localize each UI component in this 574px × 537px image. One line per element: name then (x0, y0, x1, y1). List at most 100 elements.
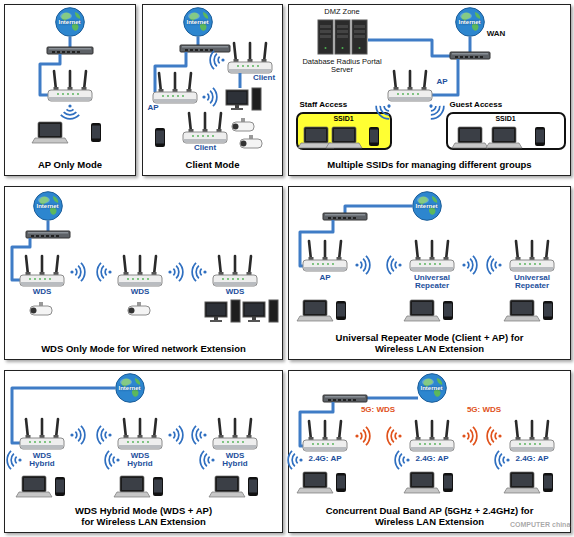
antenna-base (173, 89, 178, 93)
ap-led (417, 93, 419, 95)
switch-port (72, 51, 75, 53)
wifi-arc (104, 268, 107, 276)
mode-panel: AP Only ModeInternet (4, 4, 136, 176)
ap-led (167, 95, 169, 97)
internet-label: Internet (455, 7, 485, 37)
wifi-arc (430, 105, 443, 118)
ap-body (118, 438, 162, 449)
network-cable (12, 388, 115, 443)
laptop-display (24, 478, 44, 490)
device-label: Client (249, 74, 279, 82)
antenna-base (152, 272, 157, 276)
ip-camera (30, 302, 52, 315)
globe-sphere (417, 373, 446, 402)
ap-led (539, 443, 541, 445)
antenna-base (309, 437, 314, 441)
internet-globe: Internet (115, 373, 145, 403)
wifi-arc (472, 255, 477, 275)
mode-caption: AP Only Mode (8, 160, 132, 171)
antenna-base (337, 437, 342, 441)
ap-led (49, 441, 51, 443)
phone-screen (154, 480, 162, 493)
server-tower (335, 20, 350, 54)
wifi-arc (96, 425, 101, 445)
laptop-base (326, 143, 362, 148)
ip-camera (240, 135, 262, 148)
laptop-base (452, 143, 488, 148)
switch-port (185, 49, 188, 51)
wifi-dot (355, 434, 358, 437)
smartphone (443, 301, 453, 320)
antenna-base (26, 435, 31, 439)
antenna (124, 256, 126, 275)
device-label: 5G: WDS (356, 406, 400, 414)
antenna (234, 256, 237, 275)
antenna-base (138, 435, 143, 439)
globe-shine (120, 378, 132, 385)
laptop-base (486, 143, 522, 148)
network-cable (300, 220, 333, 266)
ap-led (397, 93, 399, 95)
phone-body (91, 123, 101, 142)
antenna (546, 241, 548, 260)
wifi-signal (96, 425, 111, 445)
ap-front (511, 447, 553, 451)
ap-led (332, 443, 334, 445)
wifi-signal (191, 425, 206, 445)
ap-led (534, 263, 536, 265)
wifi-signal (355, 255, 370, 275)
wifi-arc (199, 268, 202, 276)
wifi-dot (203, 433, 206, 436)
internet-globe: Internet (417, 373, 447, 403)
monitor-stand (235, 105, 239, 108)
ap-led (77, 93, 79, 95)
switch-body (47, 47, 93, 54)
smartphone (336, 473, 346, 492)
wifi-arc (80, 425, 85, 445)
antenna (249, 419, 251, 438)
ap-led (327, 443, 329, 445)
wifi-arc (365, 255, 370, 275)
internet-label: Internet (417, 373, 447, 403)
wifi-dot (498, 263, 501, 266)
device-label: AP (314, 274, 336, 282)
wifi-dot (299, 458, 302, 461)
network-cable (368, 40, 450, 56)
internet-globe: Internet (33, 191, 63, 221)
wifi-signal (60, 104, 80, 119)
laptop-display (412, 474, 432, 486)
wifi-arc (430, 105, 448, 123)
antenna-base (124, 272, 129, 276)
switch-port (348, 399, 351, 401)
antenna (219, 113, 221, 132)
wifi-arc (78, 428, 82, 442)
server-tower (318, 20, 333, 54)
ap-led (29, 441, 31, 443)
antenna-base (408, 87, 413, 91)
antenna-base (187, 89, 192, 93)
mode-caption: Multiple SSIDs for managing different gr… (295, 160, 565, 171)
device-label: DMZ Zone (317, 8, 367, 16)
network-cable (367, 397, 418, 400)
laptop-screen (410, 300, 434, 316)
desktop-pc (205, 300, 240, 322)
smartphone (543, 301, 553, 320)
switch-port (195, 49, 198, 51)
wifi-arc (207, 93, 210, 101)
ap-body (48, 90, 92, 101)
ap-front (511, 267, 553, 271)
laptop-base (404, 488, 440, 493)
ap-front (304, 267, 346, 271)
ap-led (142, 278, 144, 280)
ap-front (214, 445, 256, 449)
ap-led (62, 93, 64, 95)
wifi-arc (494, 432, 497, 440)
antenna-base (217, 129, 222, 133)
antenna (446, 421, 448, 440)
antenna (249, 43, 252, 62)
laptop-base (404, 316, 440, 321)
ap-led (232, 278, 234, 280)
ap-led (197, 135, 199, 137)
laptop (298, 127, 334, 148)
wifi-arc (213, 53, 217, 67)
